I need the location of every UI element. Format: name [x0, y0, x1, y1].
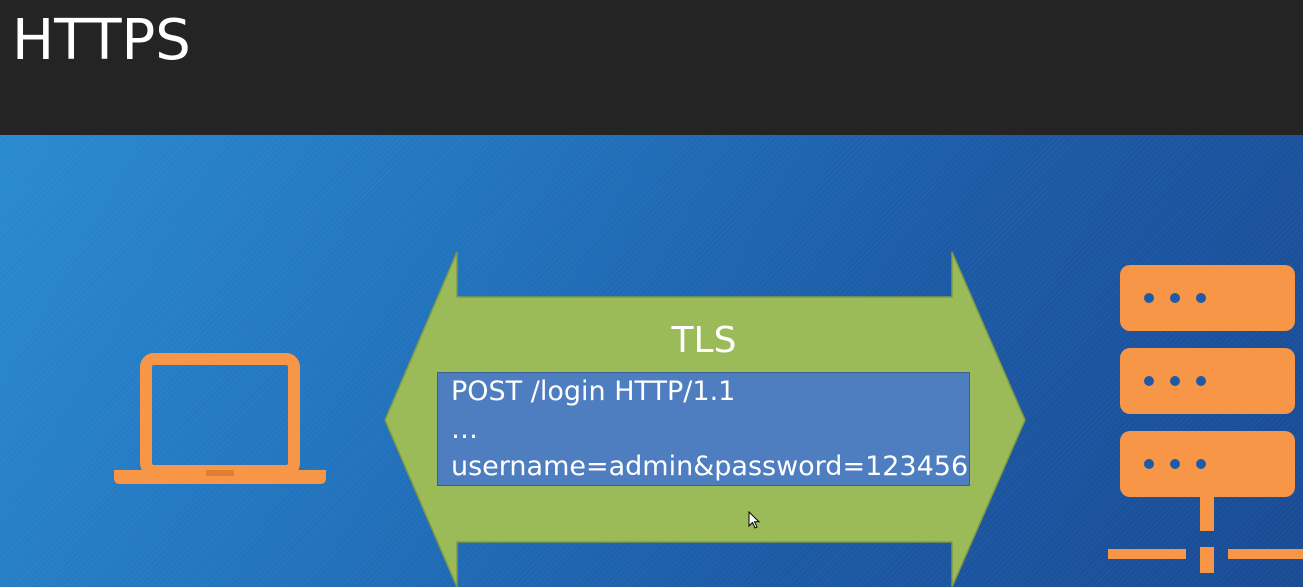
mouse-cursor-icon [748, 511, 761, 529]
request-ellipsis: … [451, 414, 478, 445]
request-line: POST /login HTTP/1.1 [451, 376, 736, 407]
http-request-box: POST /login HTTP/1.1 … username=admin&pa… [437, 372, 970, 486]
request-body: username=admin&password=123456 [451, 451, 969, 482]
title-bar: HTTPS [0, 0, 1303, 135]
slide-title: HTTPS [12, 8, 191, 73]
tls-label: TLS [671, 320, 737, 361]
laptop-icon [114, 353, 326, 484]
server-icon [1108, 265, 1303, 573]
